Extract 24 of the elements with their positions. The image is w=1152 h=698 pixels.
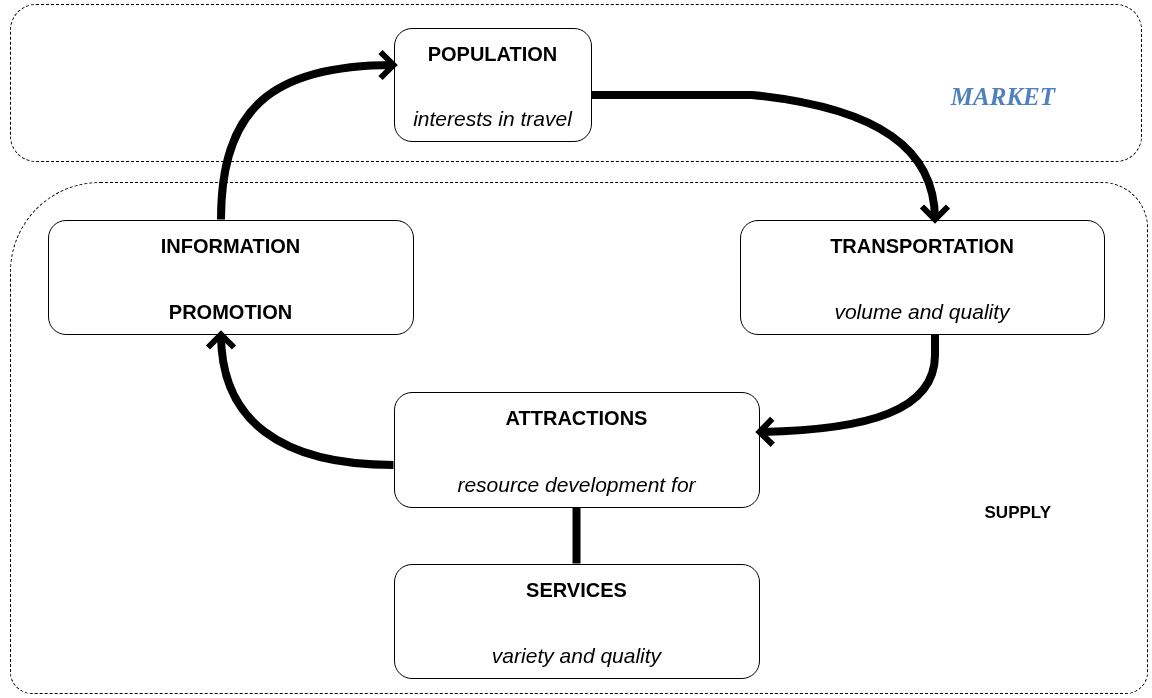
box-description: resource development for [457,472,696,497]
box-heading: TRANSPORTATION [830,234,1014,258]
box-description: interests in travel [413,106,572,131]
process-box [739,219,1105,335]
curved-arrow [756,334,939,448]
box-heading: POPULATION [427,42,558,66]
dashed-region [10,4,1142,162]
box-description: volume and quality [834,299,1010,324]
box-heading: ATTRACTIONS [505,406,648,430]
box-heading: PROMOTION [168,300,293,324]
connector-line [572,507,581,564]
curved-arrow [591,91,951,223]
box-description: variety and quality [491,643,662,668]
process-box [47,219,414,335]
box-heading: SERVICES [526,578,627,602]
box-heading: INFORMATION [160,234,301,258]
curved-arrow [205,331,394,469]
process-box [393,27,592,142]
process-box [393,391,760,508]
process-box [393,563,760,679]
region-label: SUPPLY [984,503,1051,523]
region-label: MARKET [950,83,1055,111]
curved-arrow [217,49,397,220]
dashed-region [10,182,1148,694]
